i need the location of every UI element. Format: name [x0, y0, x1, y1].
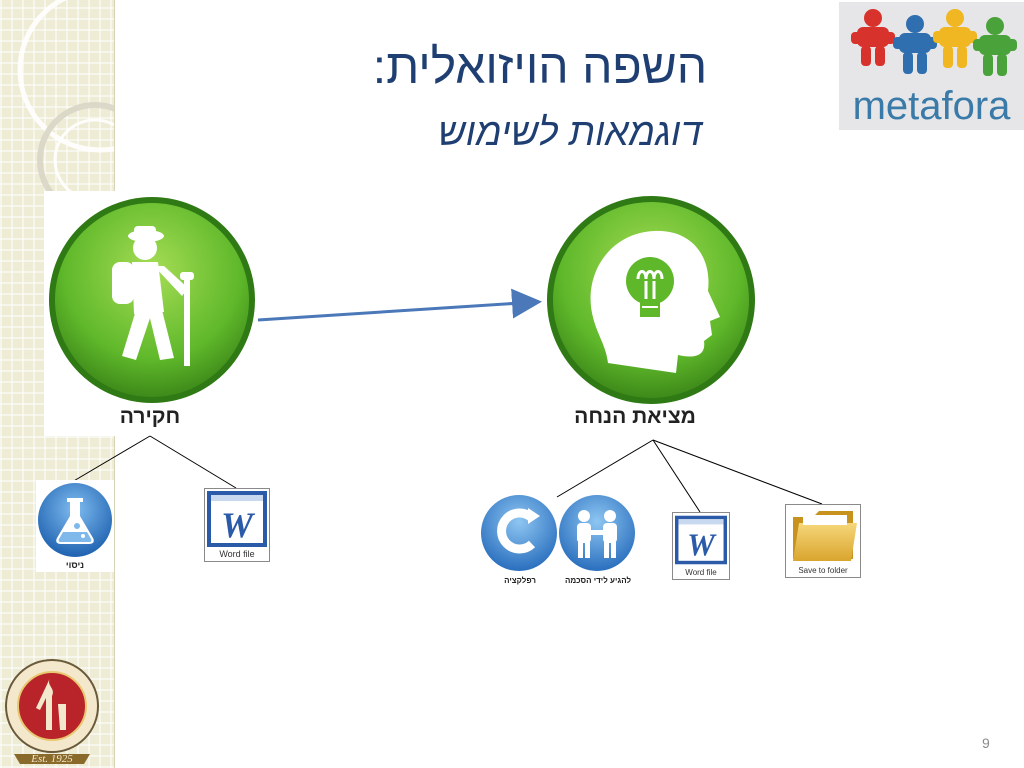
agreement-tool[interactable]: להגיע לידי הסכמה: [556, 494, 640, 590]
reflection-label: רפלקציה: [504, 576, 536, 585]
word-icon: W: [207, 491, 267, 547]
hiker-icon: [49, 197, 255, 403]
word-icon: W: [675, 515, 727, 565]
experiment-label: ניסוי: [65, 560, 85, 570]
reflection-icon: [481, 495, 557, 571]
experiment-tool[interactable]: ניסוי: [36, 480, 114, 572]
word-file-right-tool[interactable]: W Word file: [672, 512, 730, 580]
word-file-left-tool[interactable]: W Word file: [204, 488, 270, 562]
slide-subtitle: דוגמאות לשימוש: [438, 112, 702, 154]
svg-text:W: W: [221, 505, 256, 545]
connector-line: [652, 439, 823, 505]
folder-icon: [793, 511, 857, 561]
page-number: 9: [982, 735, 990, 751]
save-folder-tool[interactable]: Save to folder: [785, 504, 861, 578]
flask-icon: [38, 483, 112, 557]
agreement-label: להגיע לידי הסכמה: [564, 576, 632, 585]
svg-text:W: W: [687, 528, 717, 563]
seal-text: Est. 1925: [30, 753, 73, 765]
logo-text: metafora: [852, 84, 1011, 128]
hypothesis-label: מציאת הנחה: [574, 405, 696, 428]
hebrew-university-seal-icon: Est. 1925: [5, 659, 99, 765]
connector-line: [71, 435, 151, 483]
word-file-left-label: Word file: [219, 549, 255, 559]
slide-title: השפה הויזואלית:: [372, 41, 708, 94]
lightbulb-head-icon: [547, 196, 755, 404]
save-folder-label: Save to folder: [798, 566, 848, 575]
connector-line: [652, 439, 701, 513]
connector-line: [556, 439, 654, 498]
puzzle-people-icon: [851, 9, 1017, 76]
inquiry-label: חקירה: [119, 405, 181, 428]
handshake-icon: [559, 495, 635, 571]
metafora-logo: metafora: [839, 2, 1024, 130]
connector-line: [149, 435, 237, 489]
word-file-right-label: Word file: [685, 568, 717, 577]
reflection-tool[interactable]: רפלקציה: [480, 494, 560, 590]
process-arrow: [257, 288, 542, 322]
